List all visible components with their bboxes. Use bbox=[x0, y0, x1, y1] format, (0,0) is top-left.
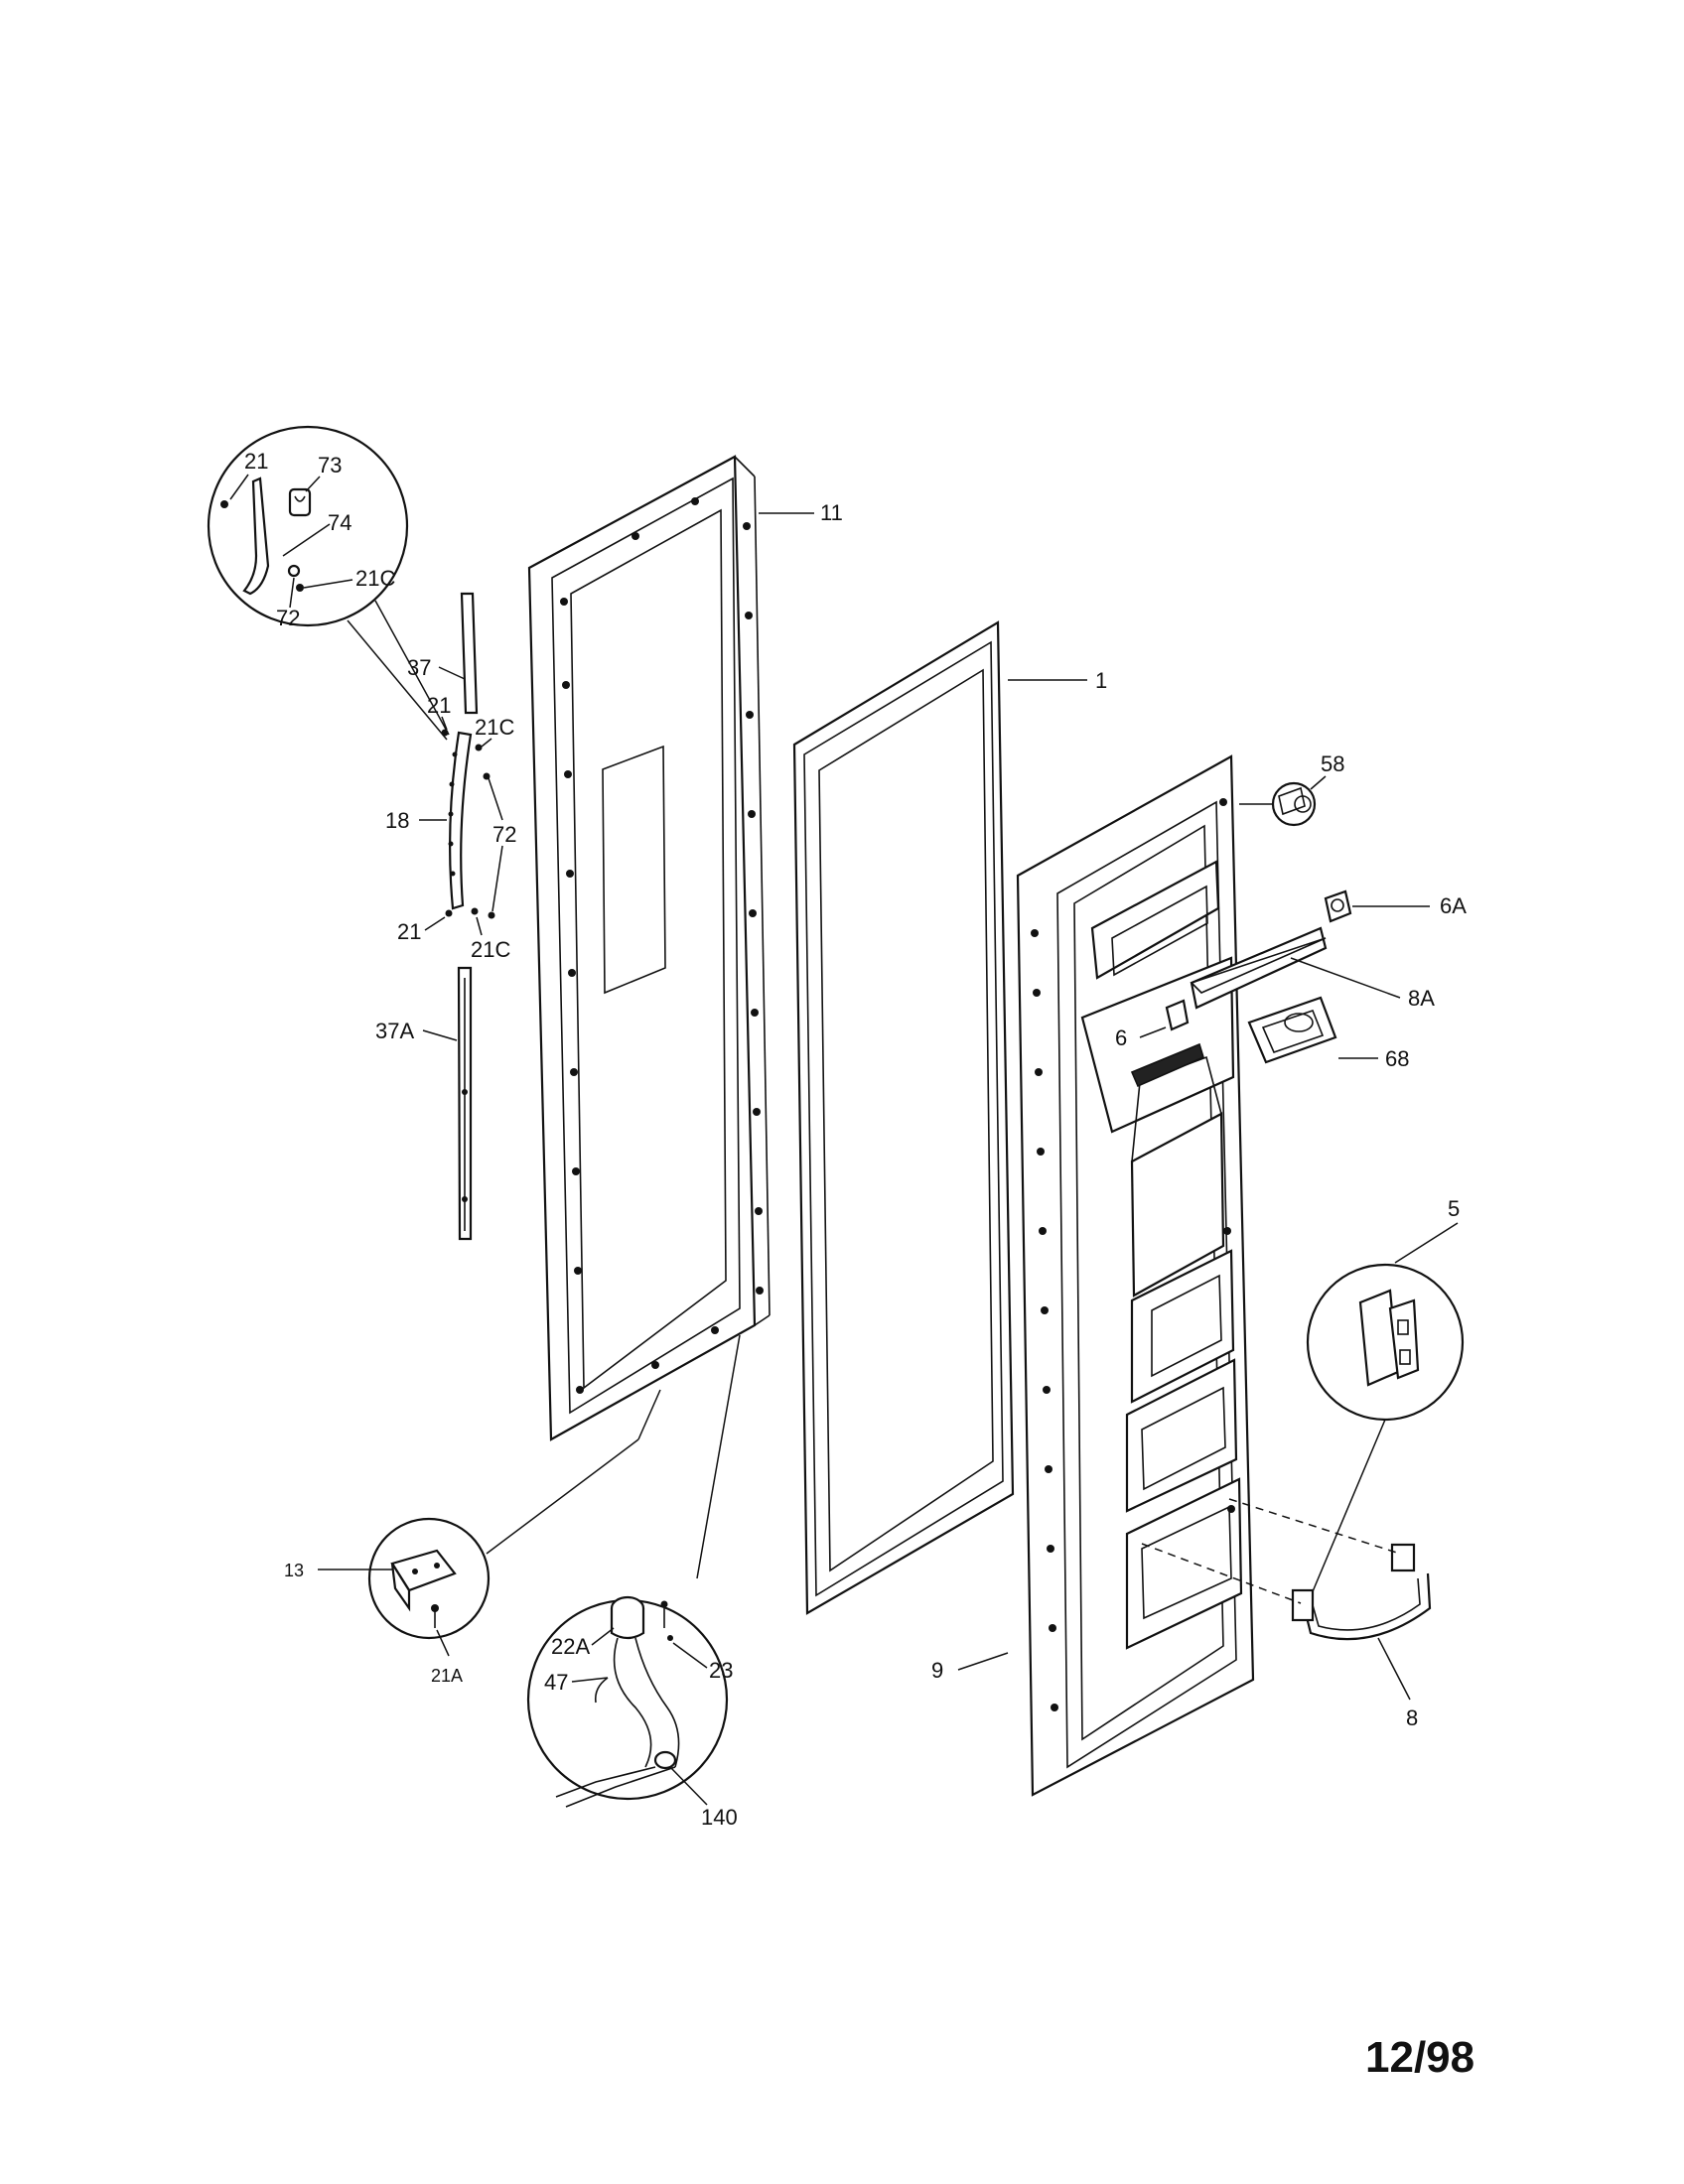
label-23: 23 bbox=[709, 1658, 733, 1683]
leader-13-to-panel-b bbox=[637, 1389, 661, 1440]
leader-21C-bottom bbox=[476, 916, 483, 936]
leader-5 bbox=[1394, 1222, 1459, 1264]
leader-22A bbox=[591, 1627, 615, 1646]
leader-58 bbox=[1310, 775, 1327, 790]
label-140: 140 bbox=[701, 1805, 738, 1830]
bracket-detail-13 bbox=[367, 1517, 491, 1640]
leader-72b bbox=[491, 845, 503, 912]
label-21C-bottom: 21C bbox=[471, 937, 510, 962]
leader-detail-74 bbox=[282, 523, 331, 557]
label-8: 8 bbox=[1406, 1706, 1418, 1730]
door-handle-18 bbox=[448, 731, 473, 910]
wiring-detail-circle bbox=[526, 1595, 729, 1808]
leader-detail-73 bbox=[305, 476, 321, 492]
label-68: 68 bbox=[1385, 1046, 1409, 1071]
leader-8A bbox=[1290, 957, 1401, 999]
handle-trim-37A bbox=[457, 966, 473, 1241]
screw-58 bbox=[1271, 781, 1317, 827]
leader-47 bbox=[571, 1677, 609, 1683]
label-22A: 22A bbox=[551, 1634, 590, 1659]
detail-circle-handle bbox=[207, 425, 409, 627]
dash-line-8b bbox=[1141, 1543, 1302, 1604]
label-9: 9 bbox=[931, 1658, 943, 1683]
light-housing-68 bbox=[1247, 996, 1337, 1064]
label-detail-21: 21 bbox=[244, 449, 268, 474]
leader-detail-to-handle-a bbox=[374, 600, 450, 736]
leader-37 bbox=[438, 666, 466, 680]
dash-line-8a bbox=[1228, 1498, 1401, 1555]
leader-8 bbox=[1377, 1637, 1411, 1701]
panel-screw-holes bbox=[560, 497, 764, 1394]
label-47: 47 bbox=[544, 1670, 568, 1695]
label-21A: 21A bbox=[431, 1666, 463, 1686]
label-8A: 8A bbox=[1408, 986, 1435, 1011]
label-detail-21C: 21C bbox=[355, 566, 395, 591]
label-5: 5 bbox=[1448, 1196, 1460, 1221]
liner-screw-holes bbox=[1031, 798, 1235, 1711]
leader-21C-top bbox=[481, 738, 492, 748]
door-gasket bbox=[792, 620, 1015, 1615]
label-21C-top: 21C bbox=[475, 715, 514, 740]
leader-6 bbox=[1139, 1026, 1167, 1038]
leader-detail-21 bbox=[229, 474, 249, 500]
label-1: 1 bbox=[1095, 668, 1107, 693]
label-21-bottom: 21 bbox=[397, 919, 421, 944]
label-21-top: 21 bbox=[427, 693, 451, 718]
leader-140 bbox=[669, 1766, 708, 1806]
label-6: 6 bbox=[1115, 1025, 1127, 1050]
label-58: 58 bbox=[1321, 751, 1344, 776]
leader-detail-to-handle-b bbox=[347, 619, 448, 741]
door-liner bbox=[1016, 754, 1255, 1797]
rail-8A bbox=[1190, 926, 1328, 1010]
door-outer-panel bbox=[527, 455, 771, 1441]
handle-trim-37 bbox=[460, 592, 479, 715]
leader-5-to-8 bbox=[1310, 1419, 1386, 1597]
label-18: 18 bbox=[385, 808, 409, 833]
leader-23 bbox=[672, 1642, 708, 1669]
leader-detail-21C bbox=[303, 579, 353, 589]
label-detail-74: 74 bbox=[328, 510, 351, 535]
date-code: 12/98 bbox=[1365, 2033, 1474, 2082]
label-6A: 6A bbox=[1440, 893, 1467, 918]
label-72: 72 bbox=[492, 822, 516, 847]
cap-6A bbox=[1324, 889, 1352, 923]
cap-6 bbox=[1165, 999, 1190, 1031]
leader-wiring-to-panel bbox=[696, 1334, 741, 1579]
detail-circle-5 bbox=[1306, 1263, 1465, 1422]
leader-9 bbox=[957, 1652, 1009, 1671]
label-13: 13 bbox=[284, 1561, 304, 1580]
shelf-bar-8 bbox=[1291, 1543, 1432, 1641]
label-11: 11 bbox=[820, 500, 843, 525]
label-detail-72: 72 bbox=[276, 606, 300, 630]
leader-72a bbox=[488, 777, 503, 821]
label-detail-73: 73 bbox=[318, 453, 342, 478]
leader-21-top bbox=[441, 716, 448, 731]
leader-13-to-panel bbox=[486, 1438, 639, 1555]
label-37A: 37A bbox=[375, 1019, 414, 1043]
leader-37A bbox=[422, 1029, 458, 1041]
screws-21-bottom bbox=[445, 907, 495, 919]
leader-21-bottom bbox=[424, 916, 446, 931]
leader-21A bbox=[436, 1629, 450, 1657]
label-37: 37 bbox=[407, 655, 431, 680]
leader-detail-72 bbox=[289, 577, 295, 609]
